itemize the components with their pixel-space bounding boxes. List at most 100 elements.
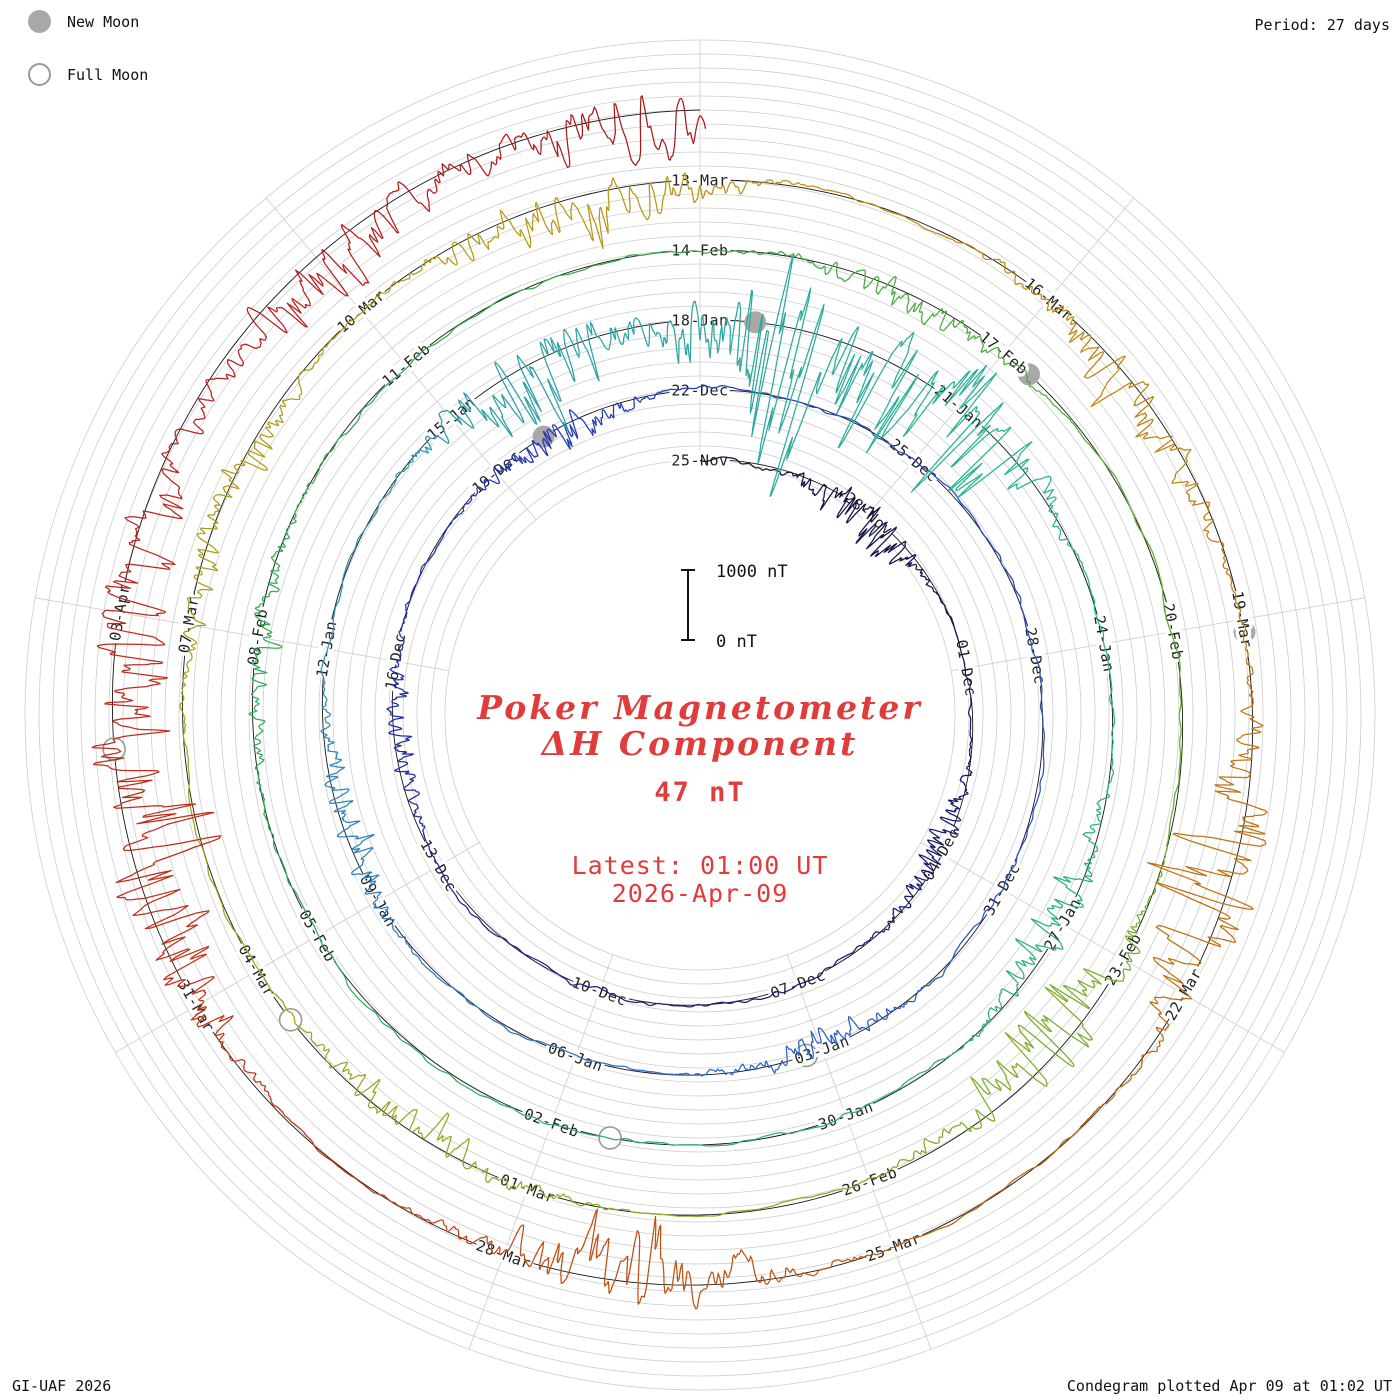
data-trace-segment bbox=[434, 130, 571, 192]
data-trace-segment bbox=[336, 820, 382, 905]
data-trace-segment bbox=[447, 468, 501, 528]
data-trace-segment bbox=[940, 234, 1049, 301]
data-trace-segment bbox=[768, 287, 874, 497]
data-trace-segment bbox=[105, 490, 184, 617]
data-trace-segment bbox=[903, 849, 943, 909]
data-trace-segment bbox=[226, 269, 349, 367]
data-trace-segment bbox=[497, 1022, 577, 1056]
data-trace-segment bbox=[1146, 862, 1254, 1000]
data-trace-segment bbox=[848, 418, 915, 461]
new-moon-label: New Moon bbox=[67, 12, 140, 31]
data-trace-segment bbox=[1133, 383, 1199, 502]
data-trace-segment bbox=[1046, 299, 1146, 408]
date-label: 30-Jan bbox=[816, 1097, 876, 1133]
date-label: 18-Jan bbox=[671, 311, 728, 329]
data-trace-segment bbox=[1074, 552, 1105, 644]
date-label: 01-Mar bbox=[498, 1170, 558, 1206]
full-moon-marker bbox=[278, 1007, 303, 1032]
data-trace-segment bbox=[945, 608, 966, 669]
data-trace-segment bbox=[386, 661, 409, 734]
data-trace-segment bbox=[504, 1208, 640, 1295]
data-trace-segment bbox=[92, 748, 222, 884]
data-trace-segment bbox=[930, 997, 1003, 1068]
data-trace-segment bbox=[179, 625, 198, 746]
data-trace-segment bbox=[565, 95, 701, 166]
data-trace-segment bbox=[458, 1081, 551, 1126]
data-trace-segment bbox=[161, 362, 236, 491]
date-label: 31-Mar bbox=[174, 977, 218, 1036]
data-trace-segment bbox=[1192, 500, 1242, 620]
date-label: 12-Jan bbox=[313, 619, 341, 678]
data-trace-segment bbox=[775, 396, 850, 420]
data-trace-segment bbox=[1046, 831, 1099, 921]
data-trace-segment bbox=[280, 1109, 385, 1196]
data-trace-segment bbox=[650, 1139, 750, 1147]
data-trace-segment bbox=[1012, 579, 1036, 657]
data-trace-segment bbox=[326, 562, 349, 650]
data-trace-segment bbox=[699, 249, 809, 262]
data-trace-segment bbox=[272, 842, 319, 936]
data-trace-segment bbox=[329, 1061, 423, 1138]
grid-layer bbox=[24, 39, 1376, 1391]
date-label: 19-Mar bbox=[1228, 590, 1256, 649]
data-trace-segment bbox=[854, 906, 904, 951]
data-trace-segment bbox=[493, 265, 594, 305]
data-trace-segment bbox=[347, 485, 394, 564]
date-label: 06-Jan bbox=[545, 1039, 605, 1075]
data-trace-segment bbox=[321, 181, 438, 297]
new-moon-marker bbox=[532, 425, 555, 448]
data-trace-segment bbox=[837, 331, 988, 454]
data-trace-segment bbox=[657, 1065, 742, 1077]
data-trace-segment bbox=[906, 299, 1000, 359]
data-trace-segment bbox=[372, 903, 431, 971]
data-trace-segment bbox=[378, 1017, 459, 1083]
date-label: 02-Feb bbox=[522, 1105, 582, 1141]
data-trace-segment bbox=[699, 384, 776, 399]
data-trace-segment bbox=[637, 1215, 768, 1310]
data-trace-segment bbox=[1008, 1100, 1110, 1185]
full-moon-label: Full Moon bbox=[67, 65, 149, 84]
data-trace-segment bbox=[190, 1001, 282, 1111]
data-trace-segment bbox=[317, 934, 380, 1019]
data-trace-segment bbox=[868, 1121, 972, 1179]
data-trace-segment bbox=[91, 609, 171, 750]
grid-spoke bbox=[35, 597, 449, 672]
data-trace-segment bbox=[527, 1184, 642, 1214]
credit-label: GI-UAF 2026 bbox=[12, 1377, 112, 1395]
data-trace-segment bbox=[1007, 470, 1076, 554]
data-trace-segment bbox=[970, 1024, 1073, 1130]
data-trace-segment bbox=[396, 590, 414, 663]
moon-legend: New Moon Full Moon bbox=[28, 10, 148, 86]
date-label: 10-Dec bbox=[569, 973, 629, 1009]
data-trace-segment bbox=[383, 1194, 506, 1256]
data-trace-segment bbox=[641, 1208, 758, 1218]
data-trace-segment bbox=[905, 554, 947, 610]
plotted-label: Condegram plotted Apr 09 at 01:02 UT bbox=[1066, 1377, 1392, 1395]
data-trace-segment bbox=[320, 649, 332, 738]
baseline-value: 47 nT bbox=[654, 777, 746, 808]
data-trace-segment bbox=[522, 321, 612, 430]
grid-spoke bbox=[951, 597, 1365, 672]
grid-spoke bbox=[786, 954, 932, 1350]
data-trace-segment bbox=[797, 949, 856, 986]
scale-bottom-label: 0 nT bbox=[716, 632, 757, 652]
data-trace-segment bbox=[740, 1030, 820, 1074]
new-moon-icon bbox=[28, 10, 51, 33]
data-trace-segment bbox=[421, 1112, 529, 1191]
data-trace-segment bbox=[361, 241, 473, 313]
data-trace-segment bbox=[855, 506, 916, 565]
trace-layer bbox=[91, 95, 1268, 1310]
scale-top-label: 1000 nT bbox=[716, 562, 788, 582]
legend-full-moon: Full Moon bbox=[28, 63, 148, 86]
data-trace-segment bbox=[335, 366, 409, 445]
data-trace-segment bbox=[116, 874, 215, 1002]
grid-spoke bbox=[468, 954, 614, 1350]
data-trace-segment bbox=[186, 505, 220, 627]
data-trace-segment bbox=[438, 865, 482, 923]
data-trace-segment bbox=[392, 410, 450, 487]
data-trace-segment bbox=[553, 402, 629, 450]
new-moon-marker bbox=[1018, 363, 1040, 386]
data-trace-segment bbox=[550, 1123, 651, 1144]
data-trace-segment bbox=[1170, 631, 1182, 743]
data-trace-segment bbox=[285, 443, 337, 539]
